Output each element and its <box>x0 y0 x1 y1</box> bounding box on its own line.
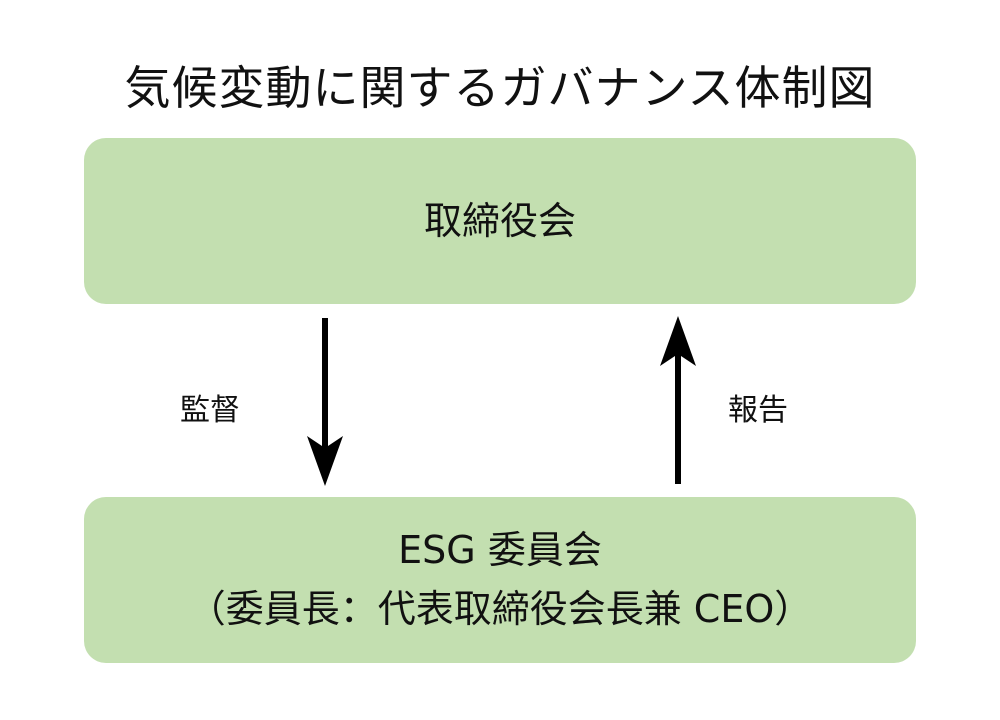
diagram-title: 気候変動に関するガバナンス体制図 <box>124 61 876 115</box>
esg-committee-label: ESG 委員会 <box>398 528 602 573</box>
esg-committee-chair-note: （委員長：代表取締役会長兼 CEO） <box>187 587 813 631</box>
report-arrow-head <box>660 316 696 366</box>
report-label: 報告 <box>728 393 788 428</box>
board-of-directors-box: 取締役会 <box>84 138 916 304</box>
board-of-directors-label: 取締役会 <box>423 198 576 243</box>
supervision-label: 監督 <box>180 393 240 428</box>
supervision-arrow-head <box>307 436 343 486</box>
esg-committee-box: ESG 委員会 （委員長：代表取締役会長兼 CEO） <box>84 497 916 663</box>
supervision-arrow <box>307 318 343 486</box>
report-arrow <box>660 316 696 484</box>
